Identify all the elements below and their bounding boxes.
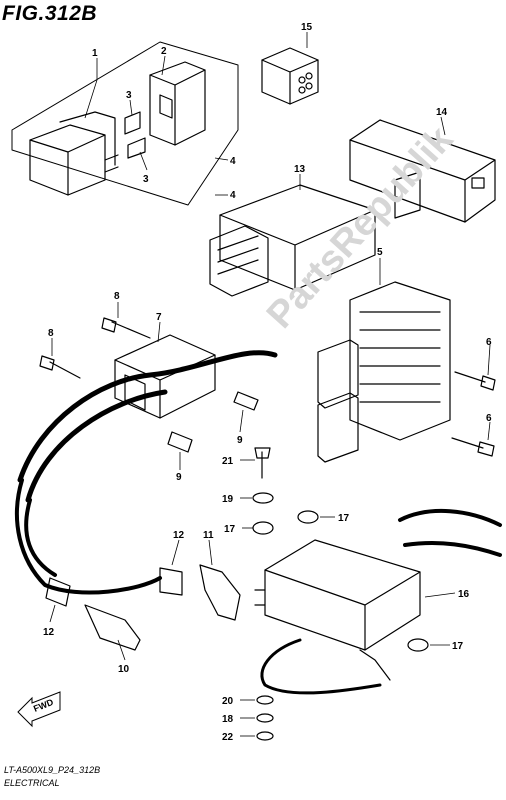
bolt-part bbox=[454, 371, 496, 391]
control-unit-part bbox=[254, 509, 502, 695]
callout-19: 19 bbox=[222, 494, 234, 505]
callout-5: 5 bbox=[377, 247, 383, 258]
spark-plug-cap-part bbox=[84, 604, 141, 651]
cap-part bbox=[233, 391, 259, 411]
connector-part bbox=[261, 47, 319, 105]
callout-16: 16 bbox=[458, 589, 470, 600]
washer-part bbox=[252, 492, 274, 504]
fwd-badge: FWD bbox=[17, 691, 61, 728]
leader-lines bbox=[49, 32, 491, 737]
callout-4: 4 bbox=[230, 156, 236, 167]
grommet-part bbox=[297, 510, 319, 524]
bolt-part bbox=[451, 437, 495, 457]
callout-3: 3 bbox=[126, 90, 132, 101]
cap-part bbox=[167, 431, 193, 453]
callout-12: 12 bbox=[173, 530, 185, 541]
callout-21: 21 bbox=[222, 456, 234, 467]
spark-plug-cap-part bbox=[159, 567, 183, 596]
bolt-part bbox=[254, 447, 271, 479]
model-code: LT-A500XL9_P24_312B bbox=[4, 765, 101, 775]
watermark: PartsRepublik bbox=[259, 118, 462, 337]
callout-8: 8 bbox=[114, 291, 120, 302]
callout-20: 20 bbox=[222, 696, 234, 707]
spark-plug-cap-part bbox=[45, 577, 71, 607]
diagram-caption: ELECTRICAL bbox=[4, 778, 60, 788]
callout-17: 17 bbox=[452, 641, 464, 652]
callout-2: 2 bbox=[161, 46, 167, 57]
bolt-part bbox=[39, 355, 81, 379]
callout-11: 11 bbox=[203, 530, 214, 541]
figure-title: FIG.312B bbox=[2, 2, 98, 25]
callout-6: 6 bbox=[486, 413, 492, 424]
fuse-clip-part bbox=[124, 111, 146, 159]
ecm-part bbox=[209, 184, 376, 297]
cover-part bbox=[349, 119, 496, 223]
callout-17: 17 bbox=[224, 524, 236, 535]
washer-part bbox=[256, 713, 274, 723]
wire-harness bbox=[24, 498, 57, 577]
bolt-part bbox=[101, 317, 151, 339]
callout-18: 18 bbox=[222, 714, 234, 725]
relay-bracket-part bbox=[149, 61, 206, 146]
callout-labels: 1 2 3 3 4 4 5 6 6 7 8 8 9 9 10 11 12 12 … bbox=[43, 22, 492, 743]
callout-12: 12 bbox=[43, 627, 55, 638]
callout-9: 9 bbox=[176, 472, 182, 483]
callout-14: 14 bbox=[436, 107, 448, 118]
wire-harness bbox=[25, 389, 168, 503]
callout-1: 1 bbox=[92, 48, 98, 59]
callout-4: 4 bbox=[230, 190, 236, 201]
callout-7: 7 bbox=[156, 312, 162, 323]
callout-15: 15 bbox=[301, 22, 313, 33]
wire-harness bbox=[17, 350, 278, 483]
callout-10: 10 bbox=[118, 664, 130, 675]
callout-22: 22 bbox=[222, 732, 234, 743]
assembly-frame bbox=[11, 41, 239, 206]
washer-part bbox=[256, 695, 274, 705]
relay-part bbox=[29, 111, 119, 196]
nut-part bbox=[256, 731, 274, 741]
callout-17: 17 bbox=[338, 513, 350, 524]
callout-9: 9 bbox=[237, 435, 243, 446]
callout-3: 3 bbox=[143, 174, 149, 185]
grommet-part bbox=[407, 638, 429, 652]
callout-6: 6 bbox=[486, 337, 492, 348]
grommet-part bbox=[252, 521, 274, 535]
spark-plug-cap-part bbox=[199, 564, 241, 621]
wire-harness bbox=[14, 478, 162, 595]
callout-8: 8 bbox=[48, 328, 54, 339]
regulator-part bbox=[317, 281, 451, 463]
callout-13: 13 bbox=[294, 164, 306, 175]
